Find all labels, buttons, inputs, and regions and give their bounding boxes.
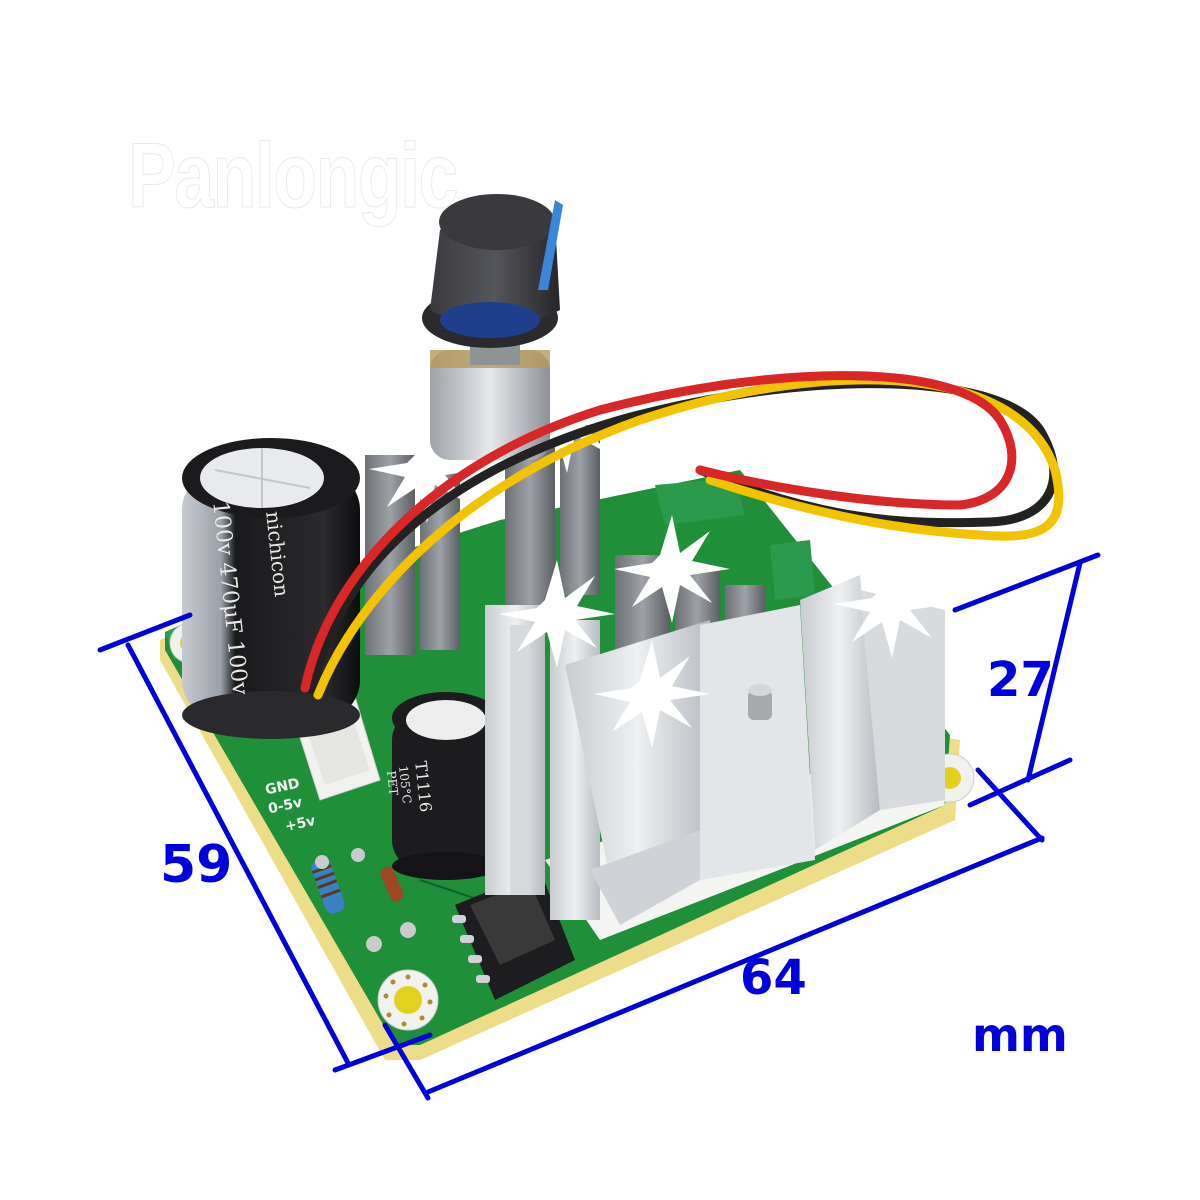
knob-indicator-stripe <box>538 200 563 290</box>
dimension-width-label: 64 <box>740 950 807 1006</box>
dimension-height-label: 27 <box>987 652 1054 708</box>
dim-59-ext-bottom <box>332 1032 433 1073</box>
heatsink-front-right <box>565 575 945 925</box>
mounting-hole-bl <box>377 969 439 1031</box>
dim-64-ext-right <box>975 767 1045 843</box>
resistor <box>311 855 382 952</box>
heatsink-screw <box>748 684 772 720</box>
dim-59-line <box>125 642 351 1066</box>
wires <box>300 371 1064 700</box>
capacitor-t1116 <box>392 692 500 880</box>
dim-64-line <box>425 835 1045 1095</box>
dimension-unit-label: mm <box>972 1008 1068 1062</box>
watermark: Panlongic <box>128 125 459 228</box>
dim-27-ext-bottom <box>967 757 1073 808</box>
ic-chip <box>452 870 575 1000</box>
dim-27-line <box>1025 560 1083 783</box>
dim-59-ext-top <box>97 612 193 653</box>
dim-27-ext-top <box>952 552 1101 613</box>
dimension-lines <box>97 552 1101 1101</box>
heatsink-front-left <box>485 605 600 920</box>
dim-64-ext-left <box>382 1022 431 1101</box>
cap-small-series: PET <box>384 770 401 797</box>
speed-knob <box>422 194 563 348</box>
dimension-depth-label: 59 <box>160 835 233 895</box>
diode <box>351 848 416 938</box>
